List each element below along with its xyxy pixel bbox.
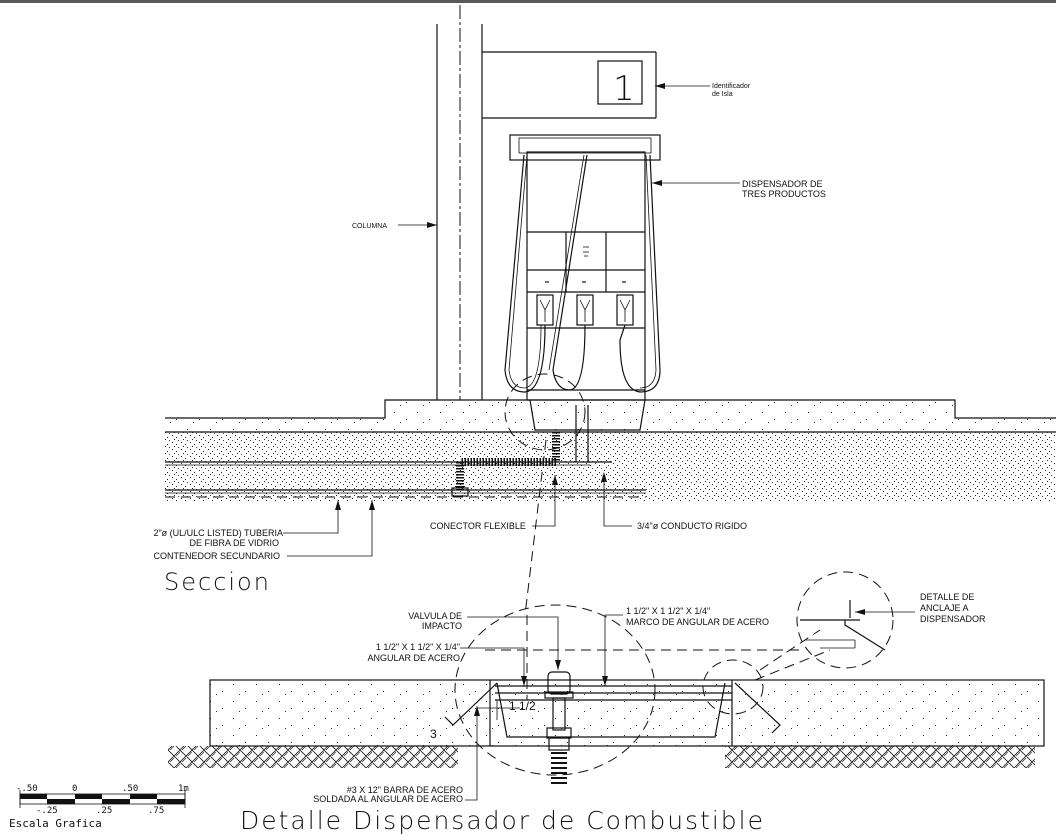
column [436, 5, 657, 400]
steel-angle-label-line1: 1 1/2" X 1 1/2" X 1/4" [376, 642, 460, 652]
steel-bar-label-line1: #3 X 12" BARRA DE ACERO [347, 785, 463, 795]
slab-section [165, 373, 1056, 616]
dimension-1-1-2: 1 1/2 [509, 699, 536, 713]
impact-valve-label-line2: IMPACTO [422, 621, 462, 631]
fiberglass-pipe-label-line2: DE FIBRA DE VIDRIO [189, 538, 279, 548]
island-identifier-label-line2: de Isla [712, 91, 733, 98]
dimension-3: 3 [430, 727, 437, 741]
impact-valve-label-line1: VALVULA DE [408, 611, 462, 621]
base-detail-view: VALVULA DE IMPACTO 1 1/2" X 1 1/2" X 1/4… [168, 571, 1045, 835]
fiberglass-pipe-label-line1: 2"ø (UL/ULC LISTED) TUBERIA [153, 528, 283, 538]
main-title: Detalle Dispensador de Combustible [240, 806, 765, 835]
graphic-scale: -.50 0 .50 1m -.25 .25 .75 Escala Grafic… [9, 784, 189, 830]
scale-tick-bottom-3: .75 [148, 806, 164, 816]
section-title: Seccion [164, 568, 271, 596]
scale-tick-top-4: 1m [178, 784, 189, 794]
secondary-container-label: CONTENEDOR SECUNDARIO [153, 551, 280, 561]
island-identifier-sign: 1 [597, 60, 643, 109]
anchor-detail-label-line3: DISPENSADOR [920, 614, 986, 624]
dispenser-label-line2: TRES PRODUCTOS [742, 189, 826, 199]
scale-title: Escala Grafica [9, 817, 102, 830]
scale-tick-top-2: 0 [72, 784, 77, 794]
section-leaders [283, 83, 740, 557]
scale-tick-bottom-1: -.25 [36, 806, 58, 816]
rigid-conduit-label: 3/4"ø CONDUCTO RIGIDO [637, 521, 747, 531]
angle-frame-label-line2: MARCO DE ANGULAR DE ACERO [626, 617, 769, 627]
island-number: 1 [613, 69, 635, 109]
window-top-border [0, 0, 1056, 3]
scale-tick-top-1: -.50 [16, 784, 38, 794]
steel-angle-label-line2: ANGULAR DE ACERO [367, 653, 460, 663]
dispenser-label-line1: DISPENSADOR DE [742, 179, 823, 189]
angle-frame-label-line1: 1 1/2" X 1 1/2" X 1/4" [626, 606, 710, 616]
impact-valve [544, 671, 574, 785]
column-label: COLUMNA [352, 223, 387, 230]
island-identifier-label-line1: Identificador [712, 83, 751, 90]
anchor-detail-label-line2: ANCLAJE A [920, 603, 969, 613]
anchor-detail-circle [796, 571, 894, 669]
anchor-detail-label-line1: DETALLE DE [920, 592, 974, 602]
scale-tick-bottom-2: .25 [96, 806, 112, 816]
flex-connector-label: CONECTOR FLEXIBLE [430, 521, 526, 531]
steel-bar-label-line2: SOLDADA AL ANGULAR DE ACERO [313, 794, 463, 804]
section-view: 1 [153, 5, 1056, 616]
dispenser [504, 134, 661, 401]
scale-tick-top-3: .50 [122, 784, 138, 794]
